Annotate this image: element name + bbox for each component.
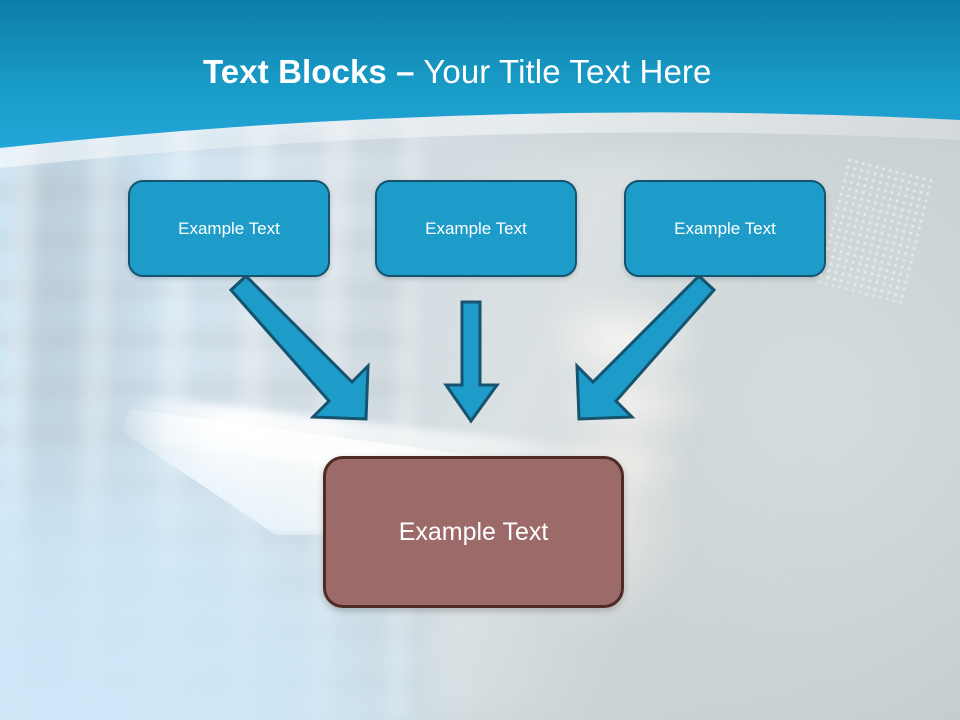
text-block-2-label: Example Text	[425, 218, 527, 238]
text-block-3[interactable]: Example Text	[624, 180, 826, 277]
text-block-1-label: Example Text	[178, 218, 280, 238]
header-banner	[0, 0, 960, 168]
page-title: Text Blocks – Your Title Text Here	[203, 52, 711, 92]
text-block-3-label: Example Text	[674, 218, 776, 238]
text-block-1[interactable]: Example Text	[128, 180, 330, 277]
text-block-2[interactable]: Example Text	[375, 180, 577, 277]
result-block[interactable]: Example Text	[323, 456, 624, 608]
title-light: Your Title Text Here	[423, 53, 712, 90]
result-block-label: Example Text	[398, 517, 549, 546]
title-strong: Text Blocks –	[203, 53, 415, 90]
